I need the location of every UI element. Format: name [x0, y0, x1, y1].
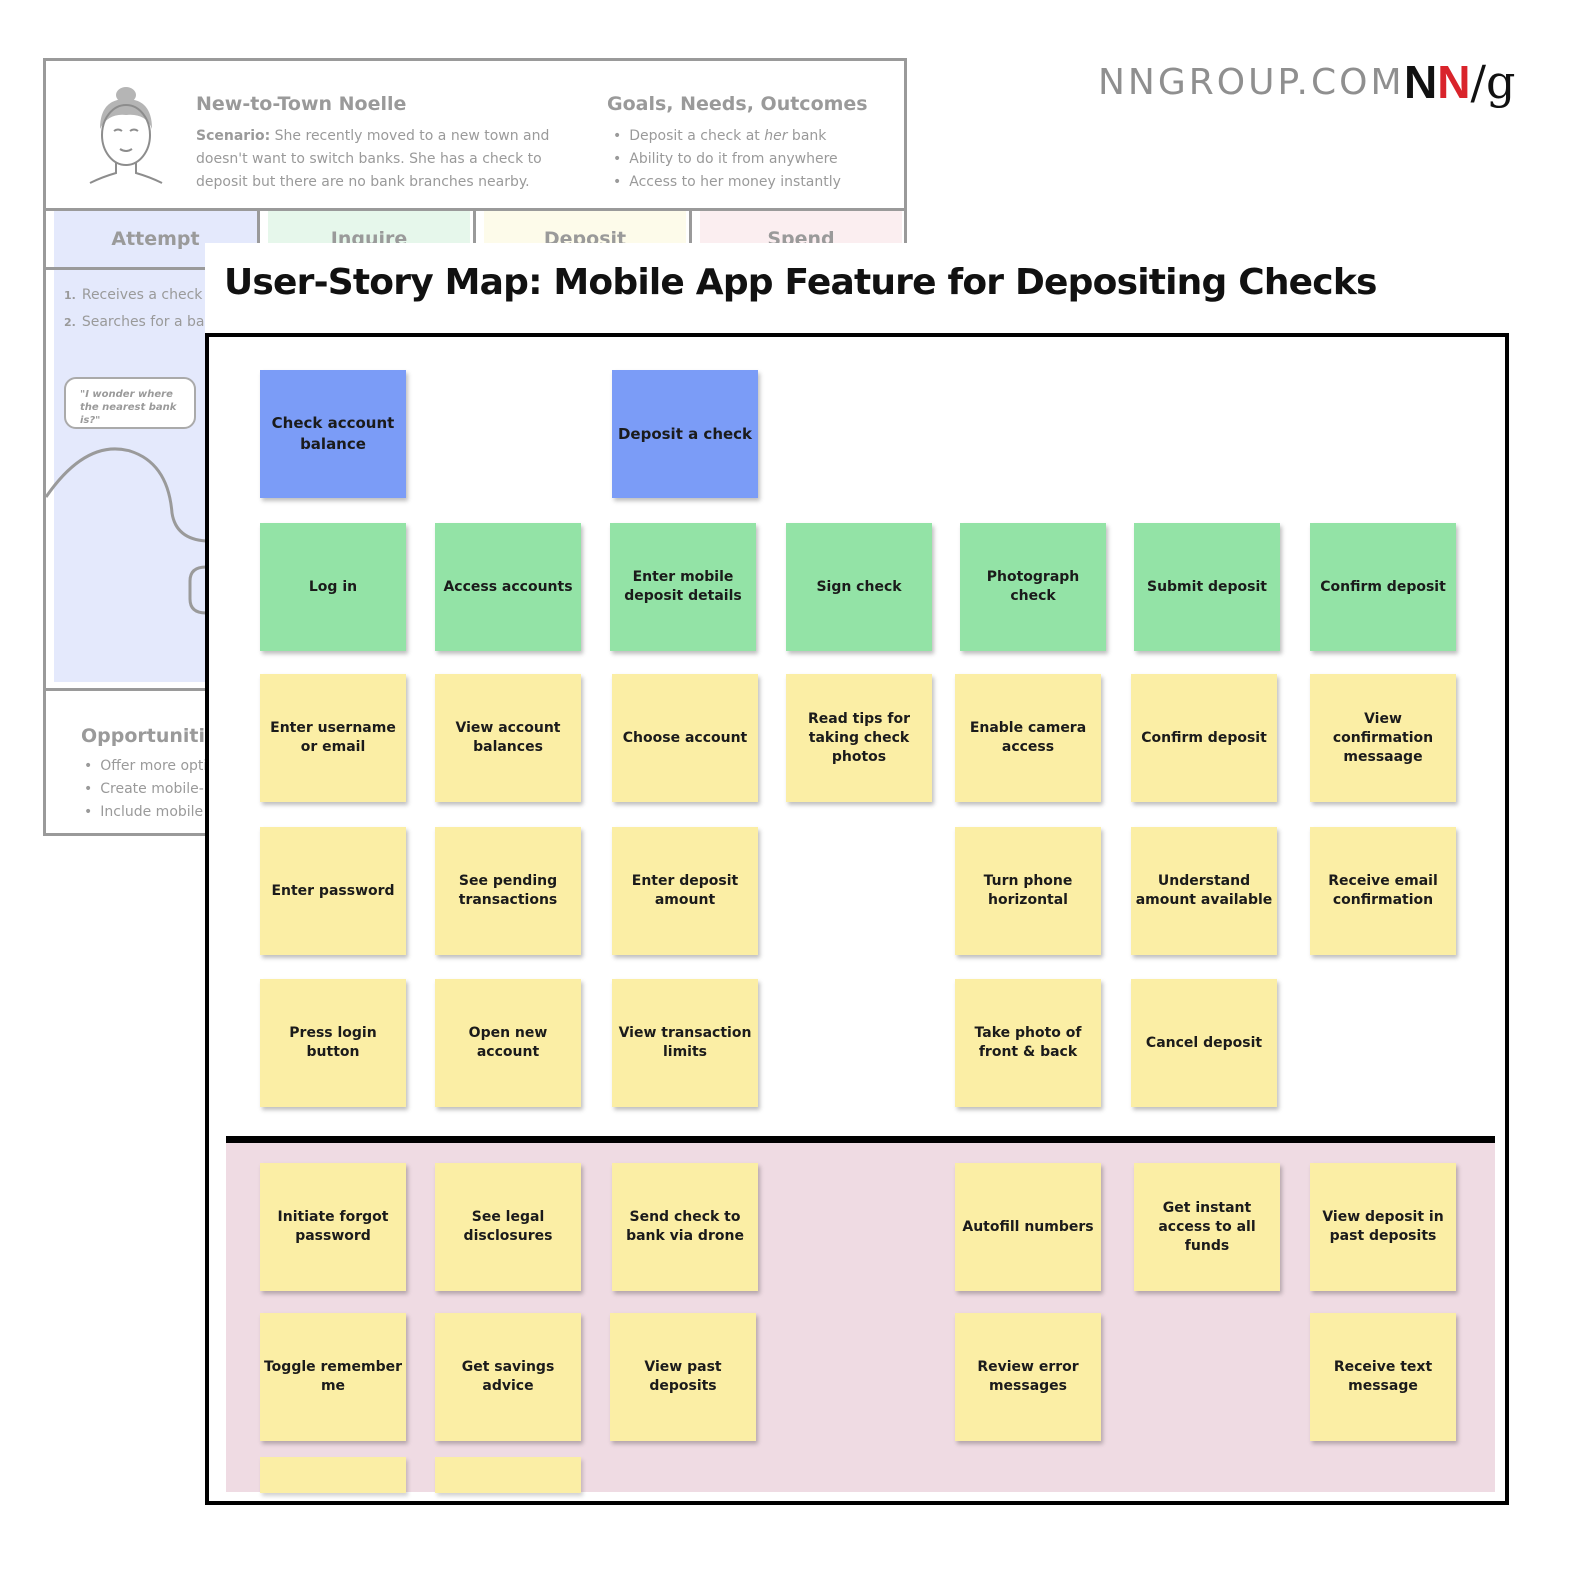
divider	[473, 211, 476, 269]
later-story-note-partial	[260, 1457, 406, 1493]
story-note: Turn phone horizontal	[955, 827, 1101, 955]
task-note: Confirm deposit	[1310, 523, 1456, 651]
later-story-note: Toggle remember me	[260, 1313, 406, 1441]
story-note: View confirmation messaage	[1310, 674, 1456, 802]
story-note: Take photo of front & back	[955, 979, 1101, 1107]
story-note: Press login button	[260, 979, 406, 1107]
nngroup-logo: NN/g	[1404, 55, 1516, 109]
later-story-note: Autofill numbers	[955, 1163, 1101, 1291]
activity-note: Check account balance	[260, 370, 406, 498]
goal-item: Access to her money instantly	[613, 171, 841, 194]
goal-item: Deposit a check at her bank	[613, 125, 841, 148]
persona-name: New-to-Town Noelle	[196, 93, 407, 115]
later-story-note: Review error messages	[955, 1313, 1101, 1441]
task-note: Submit deposit	[1134, 523, 1280, 651]
goal-item: Ability to do it from anywhere	[613, 148, 841, 171]
later-story-note: View deposit in past deposits	[1310, 1163, 1456, 1291]
opportunities-list: Offer more optic Create mobile-b Include…	[84, 755, 215, 824]
page-title: User-Story Map: Mobile App Feature for D…	[224, 262, 1377, 303]
task-note: Enter mobile deposit details	[610, 523, 756, 651]
later-story-note: Get savings advice	[435, 1313, 581, 1441]
later-story-note: View past deposits	[610, 1313, 756, 1441]
task-note: Sign check	[786, 523, 932, 651]
task-note: Log in	[260, 523, 406, 651]
release-line	[226, 1136, 1495, 1143]
persona-scenario: Scenario: She recently moved to a new to…	[196, 125, 556, 194]
emotion-curve	[46, 447, 207, 615]
story-note: Understand amount available	[1131, 827, 1277, 955]
story-note: Enter username or email	[260, 674, 406, 802]
opportunity-item: Include mobile c	[84, 801, 215, 824]
future-release-band	[226, 1142, 1495, 1492]
divider	[257, 211, 260, 269]
story-note: See pending transactions	[435, 827, 581, 955]
task-note: Photograph check	[960, 523, 1106, 651]
story-note: Receive email confirmation	[1310, 827, 1456, 955]
later-story-note: Get instant access to all funds	[1134, 1163, 1280, 1291]
divider	[689, 211, 692, 269]
goals-list: Deposit a check at her bank Ability to d…	[613, 125, 841, 194]
story-note: Enter deposit amount	[612, 827, 758, 955]
story-note: Choose account	[612, 674, 758, 802]
scenario-label: Scenario:	[196, 128, 271, 144]
opportunity-item: Create mobile-b	[84, 778, 215, 801]
story-note: View transaction limits	[612, 979, 758, 1107]
story-note: Enable camera access	[955, 674, 1101, 802]
story-note: Read tips for taking check photos	[786, 674, 932, 802]
thought-bubble: "I wonder where the nearest bank is?"	[64, 377, 196, 429]
divider	[46, 208, 904, 211]
persona-avatar-icon	[89, 87, 163, 184]
goals-title: Goals, Needs, Outcomes	[607, 93, 868, 115]
later-story-note: See legal disclosures	[435, 1163, 581, 1291]
task-note: Access accounts	[435, 523, 581, 651]
later-story-note: Send check to bank via drone	[612, 1163, 758, 1291]
site-url: NNGROUP.COM	[1098, 62, 1405, 103]
later-story-note: Initiate forgot password	[260, 1163, 406, 1291]
story-note: View account balances	[435, 674, 581, 802]
later-story-note-partial	[435, 1457, 581, 1493]
story-map-frame: Check account balance Deposit a check Lo…	[205, 333, 1509, 1505]
opportunity-item: Offer more optic	[84, 755, 215, 778]
activity-note: Deposit a check	[612, 370, 758, 498]
story-note: Enter password	[260, 827, 406, 955]
opportunities-title: Opportunities	[81, 725, 230, 747]
story-note: Open new account	[435, 979, 581, 1107]
story-note: Cancel deposit	[1131, 979, 1277, 1107]
story-note: Confirm deposit	[1131, 674, 1277, 802]
later-story-note: Receive text message	[1310, 1313, 1456, 1441]
scenario-text: She recently moved to a new town and doe…	[196, 128, 550, 190]
